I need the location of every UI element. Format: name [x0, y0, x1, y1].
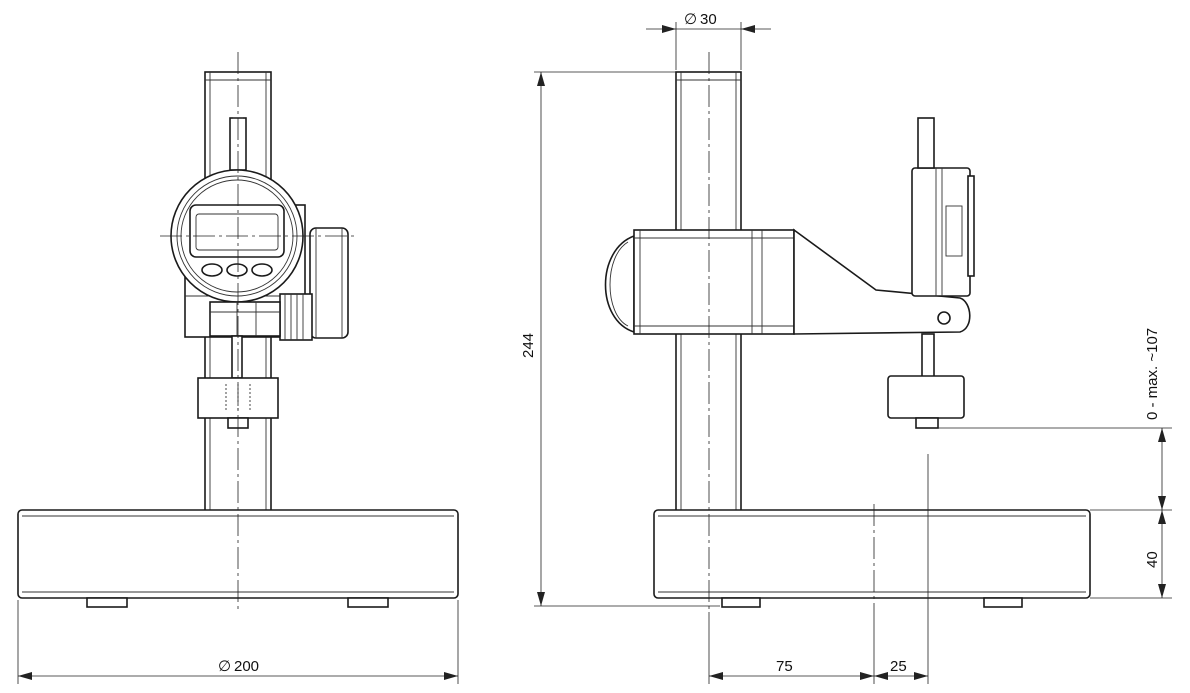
side-gauge-stem — [917, 117, 935, 169]
dimension-label-base-diameter: 200 — [234, 658, 259, 675]
gauge-button-center — [226, 263, 248, 277]
gauge-button-right — [251, 263, 273, 277]
side-base — [653, 509, 1091, 599]
side-spindle — [921, 333, 935, 379]
dimension-column-diameter: ∅ 30 — [646, 11, 771, 70]
front-clamp-knob — [309, 227, 349, 339]
dimension-label-measuring-range: 0 - max. ~107 — [1144, 328, 1161, 420]
side-view — [604, 52, 1091, 612]
side-gauge-body — [911, 167, 971, 297]
dimension-overall-height: 244 — [520, 71, 720, 607]
side-foot-right — [983, 597, 1023, 608]
diameter-symbol-base: ∅ — [218, 658, 231, 675]
dimension-label-column-offset: 75 — [776, 658, 793, 675]
side-foot-left — [721, 597, 761, 608]
side-arm-taper — [793, 228, 971, 335]
side-arm-bolt — [937, 311, 951, 325]
front-view — [17, 52, 459, 612]
dimension-base-diameter: ∅ 200 — [17, 600, 459, 684]
side-clamp-knob — [604, 234, 635, 334]
side-arm-block — [633, 229, 795, 335]
side-gauge-bezel — [967, 175, 975, 277]
diameter-symbol-column: ∅ — [684, 11, 697, 28]
front-spindle — [231, 335, 243, 379]
lcd-display — [189, 204, 285, 258]
front-lower-clamp — [209, 301, 281, 337]
front-foot-right — [347, 597, 389, 608]
gauge-button-left — [201, 263, 223, 277]
side-measuring-foot — [887, 375, 965, 419]
dimension-label-probe-offset: 25 — [890, 658, 907, 675]
dimension-vertical-right: 40 0 - max. ~107 — [938, 328, 1172, 599]
front-foot-left — [86, 597, 128, 608]
dimension-label-base-height: 40 — [1144, 551, 1161, 568]
dimension-label-column-diameter: 30 — [700, 11, 717, 28]
dimension-horizontal-offsets: 75 25 — [708, 454, 929, 684]
side-contact-tip — [915, 417, 939, 429]
dimension-label-overall-height: 244 — [520, 333, 537, 358]
